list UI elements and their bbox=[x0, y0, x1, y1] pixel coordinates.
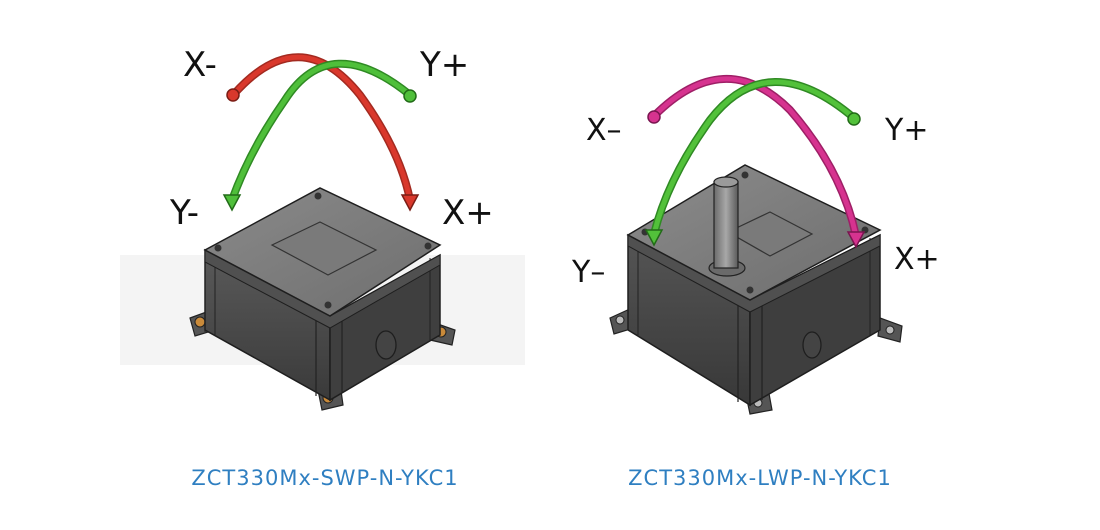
sensor-shaft bbox=[708, 176, 746, 277]
x-axis-arrow-lwp bbox=[647, 75, 866, 249]
label-x-minus: X– bbox=[586, 113, 622, 148]
label-x-plus: X+ bbox=[894, 242, 940, 277]
label-y-minus: Y- bbox=[170, 193, 200, 233]
label-y-plus: Y+ bbox=[885, 113, 929, 148]
sensor-diagram-swp: X- Y+ Y- X+ ZCT330Mx-SWP-N-YKC1 bbox=[120, 45, 525, 490]
swp-illustration bbox=[120, 53, 525, 411]
label-y-minus: Y– bbox=[572, 255, 606, 290]
housing-lwp bbox=[609, 164, 903, 415]
housing-swp bbox=[189, 187, 456, 411]
label-x-minus: X- bbox=[183, 45, 217, 85]
lwp-illustration bbox=[609, 75, 903, 415]
label-y-plus: Y+ bbox=[420, 45, 470, 85]
y-axis-arrow-swp bbox=[222, 59, 417, 212]
model-caption-swp: ZCT330Mx-SWP-N-YKC1 bbox=[191, 466, 459, 490]
label-x-plus: X+ bbox=[442, 193, 494, 233]
x-axis-arrow-swp bbox=[226, 53, 420, 212]
y-axis-arrow-lwp bbox=[644, 78, 861, 247]
model-caption-lwp: ZCT330Mx-LWP-N-YKC1 bbox=[628, 466, 892, 490]
sensor-diagram-lwp: X– Y+ Y– X+ ZCT330Mx-LWP-N-YKC1 bbox=[550, 0, 1100, 530]
